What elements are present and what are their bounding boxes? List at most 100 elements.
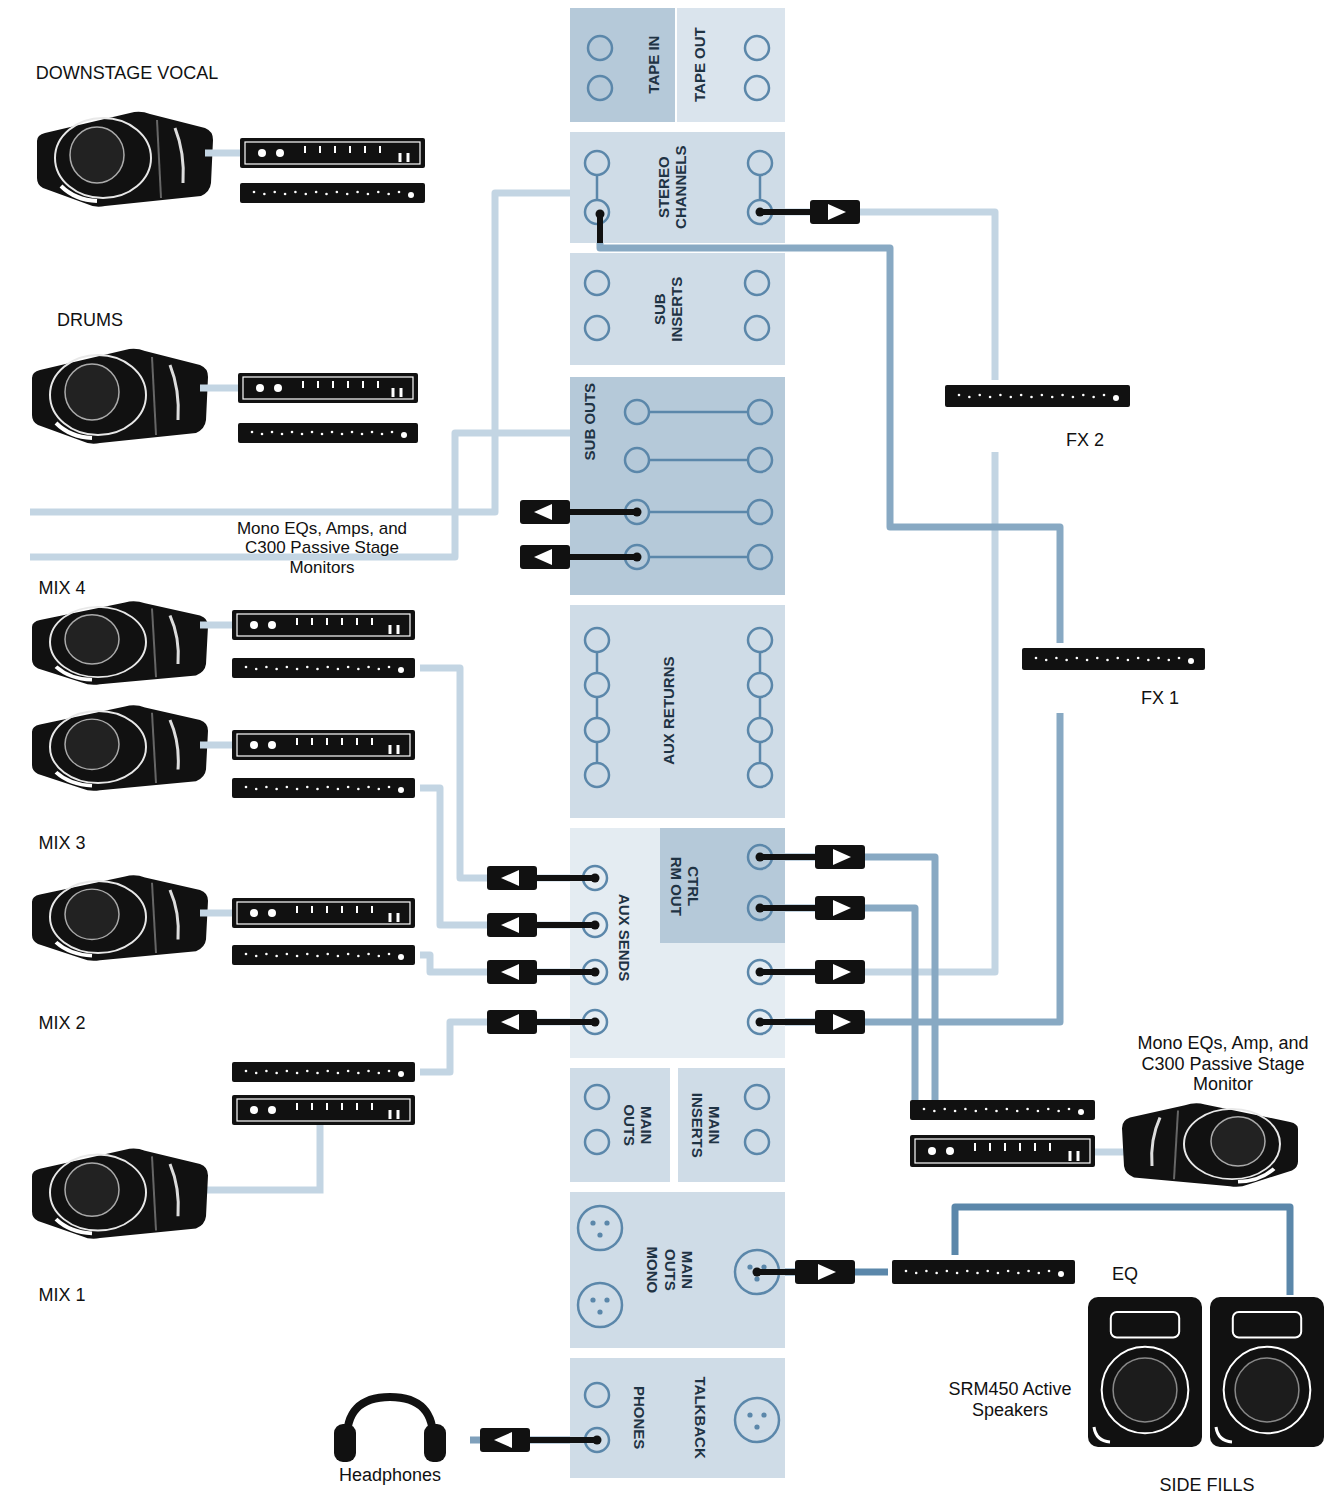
amp-meter [341,1103,343,1110]
amp-bar [1077,1151,1080,1161]
amp-body [232,610,415,640]
amp-body [232,730,415,760]
eq-body [232,778,415,798]
eq-led [253,191,256,194]
amp-knob [946,1147,954,1155]
eq-led [351,431,354,434]
eq-led [1055,657,1058,660]
speaker-woofer [1102,1347,1189,1434]
xlr-pin [754,1424,759,1429]
plug-body [487,913,537,937]
jack-socket [588,76,612,100]
xlr-socket [578,1206,622,1250]
eq-rack [1022,648,1205,670]
xlr-pin [597,1309,602,1314]
amp-meter [317,381,319,388]
eq-knob [398,667,404,673]
xlr-pin [597,1232,602,1237]
amp-meter [371,1103,373,1110]
monitor-edge [152,1156,156,1230]
eq-led [1116,657,1119,660]
amp-bar [399,153,402,162]
headphone-band [347,1397,433,1442]
eq-led [381,433,384,436]
monitor-edge [152,713,156,783]
eq-led [1106,659,1109,662]
xlr-pin [754,1276,759,1281]
eq-led [1035,657,1038,660]
panel-label: SUB INSERTS [651,269,686,349]
monitor-highlight [170,616,178,664]
xlr-pin [604,1297,609,1302]
eq-led [357,955,360,958]
eq-led [316,788,319,791]
amp-meter [296,1103,298,1110]
monitor-cone [65,615,119,664]
jack-socket [745,76,769,100]
eq-led [265,1070,268,1073]
eq-rack [240,183,425,203]
eq-knob [1188,658,1194,664]
amp-meter [341,906,343,913]
panel-label: CTRL RM OUT [668,853,703,919]
jack-socket [745,1085,769,1109]
eq-led [286,786,289,789]
monitor-highlight [170,720,178,770]
monitor-highlight [61,186,97,201]
amp-knob [274,384,282,392]
eq-led [294,191,297,194]
plug-body [815,845,865,869]
amp-bar [397,913,400,922]
stage-monitor-icon [32,1149,208,1239]
device-label: MIX 2 [39,1013,86,1034]
jack-link [596,742,599,763]
eq-body [238,423,418,443]
eq-led [301,433,304,436]
panel-label: TAPE IN [645,36,662,94]
eq-led [357,668,360,671]
amplifier-unit [232,610,415,640]
eq-led [933,1110,936,1113]
cable-stub [200,385,238,392]
eq-led [377,191,380,194]
eq-led [306,1070,309,1073]
eq-led [985,1108,988,1111]
eq-led [1061,394,1064,397]
eq-led [367,953,370,956]
xlr-pin [761,1412,766,1417]
eq-led [388,666,391,669]
eq-led [265,786,268,789]
jack-socket [625,448,649,472]
eq-led [367,193,370,196]
monitor-highlight [170,890,178,940]
eq-led [377,955,380,958]
monitor-body [32,705,208,790]
eq-body [232,945,415,965]
eq-led [974,1110,977,1113]
monitor-edge [157,120,161,198]
amp-knob [250,741,258,749]
eq-led [284,193,287,196]
amp-knob [258,149,266,157]
jack-socket [588,36,612,60]
eq-led [367,666,370,669]
jack-socket [748,151,772,175]
jack-socket [748,718,772,742]
panel-label: STEREO CHANNELS [655,140,690,235]
amp-bar [389,1110,392,1119]
jack-panel: CTRL RM OUTAUX SENDS [570,828,785,1058]
device-label: SIDE FILLS [1159,1475,1254,1496]
jack-socket [748,673,772,697]
eq-led [995,1110,998,1113]
eq-led [1157,657,1160,660]
eq-led [391,431,394,434]
xlr-pin [747,1412,752,1417]
eq-rack [238,423,418,443]
device-label: FX 2 [1066,430,1104,451]
eq-led [271,431,274,434]
cable-stub [932,1030,939,1100]
xlr-pin [761,1264,766,1269]
eq-led [1127,659,1130,662]
eq-led [964,1108,967,1111]
plug-triangle [833,964,851,980]
